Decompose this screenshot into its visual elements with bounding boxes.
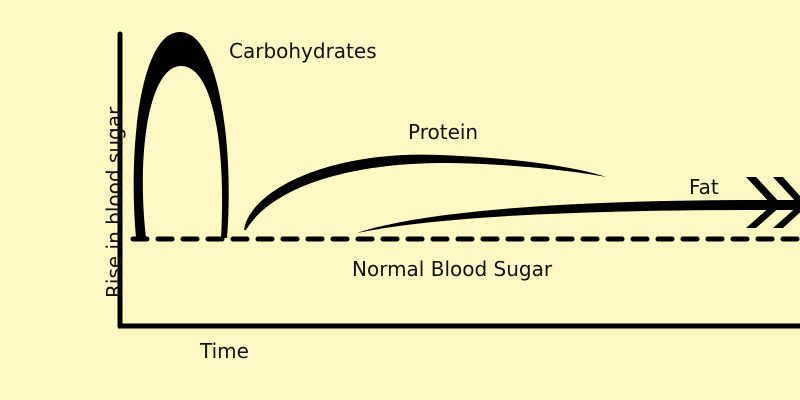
x-axis-label: Time: [200, 339, 249, 363]
fat-curve: [357, 200, 760, 233]
protein-label: Protein: [408, 120, 479, 144]
carbohydrates-curve: [133, 32, 229, 238]
baseline-label: Normal Blood Sugar: [352, 257, 553, 281]
fat-label: Fat: [689, 175, 719, 199]
fat-arrow-chevron-1: [746, 177, 782, 228]
y-axis-label: Rise in blood sugar: [102, 106, 126, 298]
protein-curve: [244, 154, 606, 230]
carbohydrates-label: Carbohydrates: [229, 39, 377, 63]
fat-arrow-chevron-2: [773, 177, 800, 228]
